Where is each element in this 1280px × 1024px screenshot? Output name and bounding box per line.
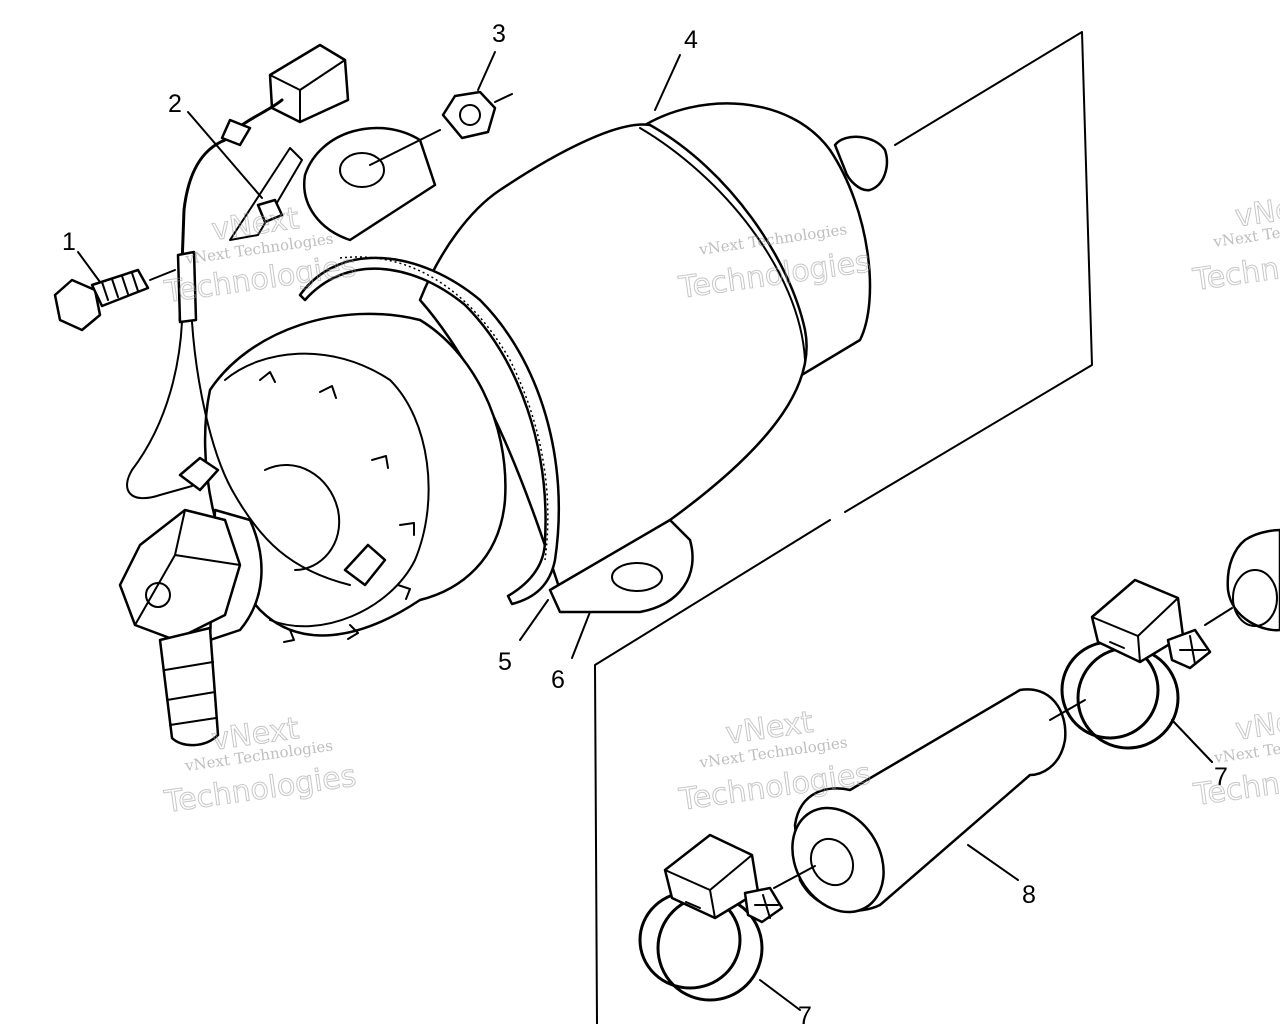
callout-7-lower: 7 (798, 1002, 812, 1024)
callout-3: 3 (492, 20, 506, 48)
watermark-top-right: vNext vNext Technologies Technologies (1190, 187, 1280, 298)
callout-5: 5 (498, 648, 512, 676)
leader-lines (77, 51, 1233, 1011)
inlet-fitting-partial (1226, 528, 1280, 632)
callout-4: 4 (684, 26, 698, 54)
pump-head (178, 312, 507, 643)
hex-nut (369, 90, 513, 166)
hose-clamp-upper (1060, 578, 1212, 750)
gasket-band (298, 256, 561, 606)
callout-6: 6 (551, 666, 565, 694)
watermark-bottom-right: vNext vNext Technologies Technologies (1190, 700, 1280, 813)
fuel-hose (791, 688, 1067, 914)
callout-7-upper: 7 (1214, 763, 1228, 791)
mounting-plane-outline (594, 31, 1093, 1024)
callout-1: 1 (62, 228, 76, 256)
callout-2: 2 (168, 90, 182, 118)
hose-clamp-lower (638, 833, 784, 1002)
pump-body (302, 102, 889, 614)
callout-8: 8 (1022, 881, 1036, 909)
wiring-harness (126, 43, 351, 586)
outlet-fitting (118, 508, 263, 747)
mounting-screw (53, 268, 176, 332)
callout-labels: 1 2 3 4 5 6 7 7 8 (62, 20, 1228, 1024)
